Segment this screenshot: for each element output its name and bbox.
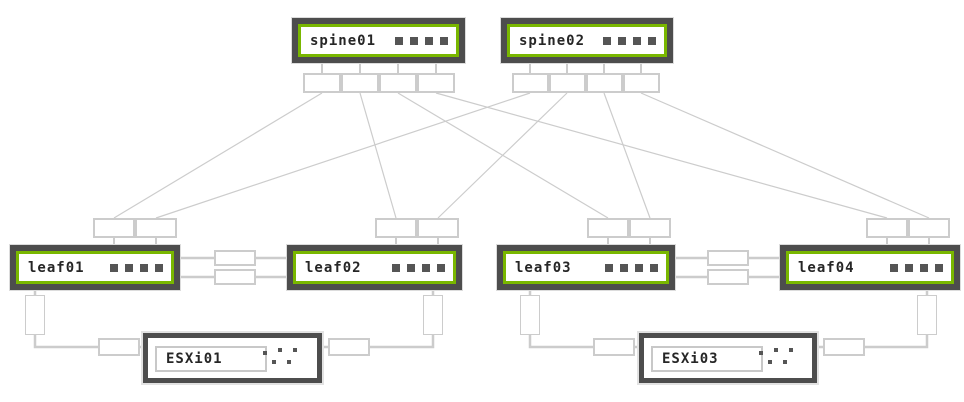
- leaf04-label: leaf04: [798, 259, 855, 276]
- node-spine02: spine02: [501, 18, 673, 63]
- esxi01-label: ESXi01: [166, 351, 223, 367]
- leaf04-host-port: [917, 295, 937, 335]
- spine01-port-2: [341, 73, 379, 93]
- peerlink-port-leaf03-leaf04-2: [707, 269, 749, 285]
- leaf01-label: leaf01: [28, 259, 85, 276]
- status-leds-icon: [110, 263, 163, 272]
- esxi03-label-box: ESXi03: [651, 346, 763, 372]
- status-leds-icon: [392, 263, 445, 272]
- spine01-port-1: [303, 73, 341, 93]
- leaf04-uplink-port-2: [908, 218, 950, 238]
- leaf02-uplink-port-2: [417, 218, 459, 238]
- esxi01-nic-2: [328, 338, 370, 356]
- spine-leaf-links: [113, 92, 930, 219]
- leaf01-uplink-port-1: [93, 218, 135, 238]
- spine01-port-4: [417, 73, 455, 93]
- spine02-port-3: [586, 73, 623, 93]
- spine02-port-4: [623, 73, 660, 93]
- leaf03-label: leaf03: [515, 259, 572, 276]
- spine02-port-1: [512, 73, 549, 93]
- status-leds-icon: [603, 36, 656, 45]
- status-leds-icon: [605, 263, 658, 272]
- node-leaf01: leaf01: [10, 245, 180, 290]
- node-leaf04: leaf04: [780, 245, 960, 290]
- status-leds-icon: [395, 36, 448, 45]
- peerlink-port-leaf03-leaf04-1: [707, 250, 749, 266]
- node-esxi01: ESXi01: [143, 333, 322, 383]
- esxi01-label-box: ESXi01: [155, 346, 267, 372]
- node-spine01: spine01: [292, 18, 465, 63]
- spine01-label: spine01: [310, 32, 377, 49]
- node-leaf03: leaf03: [497, 245, 675, 290]
- esxi01-nic-1: [98, 338, 140, 356]
- peerlink-port-leaf01-leaf02-2: [214, 269, 256, 285]
- leaf01-uplink-port-2: [135, 218, 177, 238]
- leaf03-uplink-port-2: [629, 218, 671, 238]
- spine02-label: spine02: [519, 32, 586, 49]
- leaf02-host-port: [423, 295, 443, 335]
- spine02-port-2: [549, 73, 586, 93]
- peerlink-port-leaf01-leaf02-1: [214, 250, 256, 266]
- leaf03-host-port: [520, 295, 540, 335]
- leaf02-uplink-port-1: [375, 218, 417, 238]
- node-esxi03: ESXi03: [639, 333, 817, 383]
- leaf04-uplink-port-1: [866, 218, 908, 238]
- spine-port-stubs: [321, 63, 642, 73]
- esxi03-nic-1: [593, 338, 635, 356]
- leaf03-uplink-port-1: [587, 218, 629, 238]
- esxi03-nic-2: [823, 338, 865, 356]
- esxi03-label: ESXi03: [662, 351, 719, 367]
- spine01-port-3: [379, 73, 417, 93]
- leaf01-host-port: [25, 295, 45, 335]
- leaf02-label: leaf02: [305, 259, 362, 276]
- leaf-port-stubs: [113, 238, 930, 245]
- node-leaf02: leaf02: [287, 245, 462, 290]
- peerlink-wires: [180, 256, 780, 279]
- status-leds-icon: [890, 263, 943, 272]
